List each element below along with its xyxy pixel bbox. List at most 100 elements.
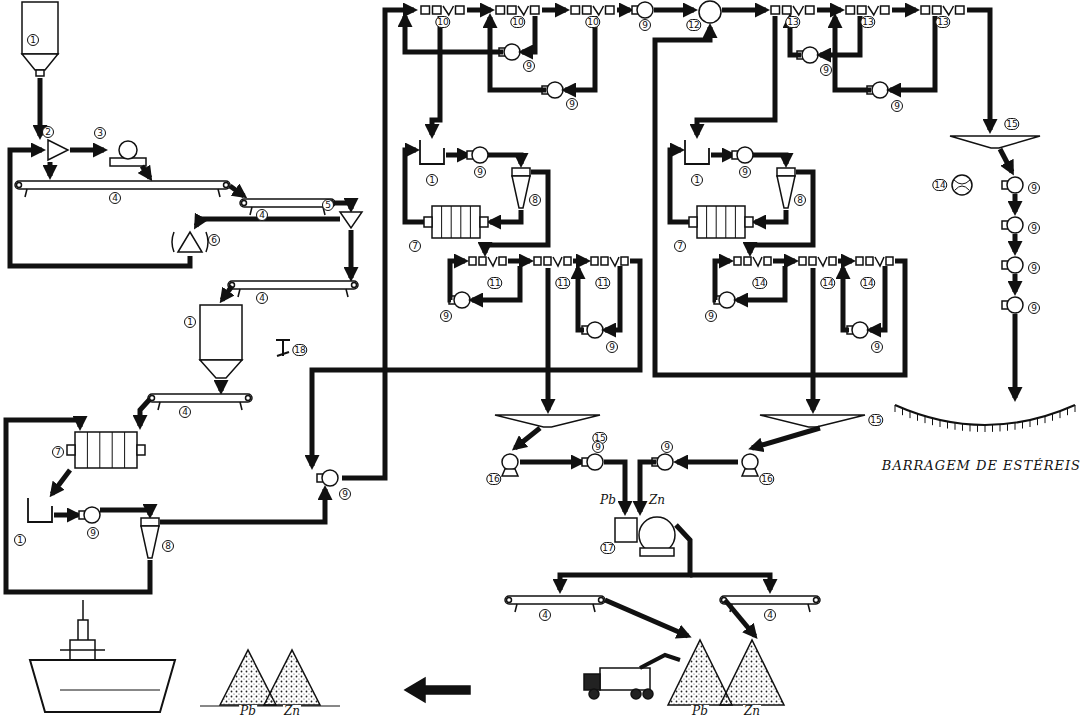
flow-arrow bbox=[820, 16, 860, 55]
chute bbox=[36, 70, 44, 76]
outline-line bbox=[87, 432, 88, 468]
callout-number: 11 bbox=[487, 277, 502, 289]
conveyor-pulley bbox=[224, 183, 229, 188]
callout-number: 13 bbox=[935, 16, 950, 28]
callout-number: 6 bbox=[208, 234, 220, 246]
vacuum-filter bbox=[742, 454, 758, 470]
flow-arrow bbox=[546, 268, 551, 410]
flow-arrow bbox=[617, 8, 630, 13]
flow-arrow bbox=[573, 259, 587, 264]
flow-arrow bbox=[349, 230, 354, 278]
belt-conveyor bbox=[240, 199, 335, 207]
outline-line bbox=[518, 6, 529, 15]
flow-arrow bbox=[677, 460, 738, 465]
pump bbox=[852, 322, 868, 338]
pump bbox=[872, 82, 888, 98]
flow-arrow bbox=[670, 150, 689, 222]
outline-line bbox=[60, 690, 160, 691]
outline-line bbox=[940, 420, 941, 427]
hydrocyclone bbox=[512, 176, 530, 208]
outline-line bbox=[276, 339, 290, 341]
flotation-cell bbox=[571, 6, 580, 14]
flotation-cell bbox=[856, 257, 863, 265]
flotation-cell bbox=[456, 6, 465, 14]
callout-number: 17 bbox=[600, 542, 615, 554]
flow-arrow bbox=[722, 8, 766, 13]
outline-line bbox=[925, 416, 926, 423]
flow-arrow bbox=[10, 150, 190, 266]
product-label: Pb bbox=[239, 705, 257, 717]
outline-line bbox=[460, 206, 461, 238]
ore-bin bbox=[200, 305, 242, 360]
flow-arrow bbox=[48, 162, 53, 176]
outline-line bbox=[443, 6, 454, 15]
flow-arrow bbox=[38, 78, 43, 136]
flotation-cell bbox=[921, 6, 930, 14]
outline-line bbox=[112, 432, 113, 468]
outline-line bbox=[1037, 418, 1038, 425]
pump bbox=[637, 2, 653, 18]
hydrocyclone bbox=[777, 176, 795, 208]
outline-line bbox=[28, 498, 52, 522]
truck-wheel bbox=[631, 689, 641, 699]
dryer-base bbox=[640, 548, 674, 556]
grinding-ball bbox=[952, 175, 972, 195]
product-label: Pb bbox=[599, 494, 617, 506]
callout-number: 1 bbox=[426, 174, 438, 186]
conveyor-pulley bbox=[17, 183, 22, 188]
pump bbox=[84, 507, 100, 523]
pump bbox=[472, 147, 488, 163]
callout-number: 10 bbox=[510, 16, 525, 28]
outline-line bbox=[962, 424, 963, 431]
callout-number: 9 bbox=[523, 60, 535, 72]
callout-number: 9 bbox=[871, 341, 883, 353]
conveyor-pulley bbox=[814, 598, 819, 603]
outline-line bbox=[910, 411, 911, 418]
flotation-cell bbox=[496, 6, 505, 14]
flotation-cell bbox=[544, 257, 551, 265]
outline-line bbox=[470, 206, 471, 238]
outline-line bbox=[610, 257, 619, 266]
flow-arrow bbox=[750, 172, 813, 253]
callout-number: 9 bbox=[87, 527, 99, 539]
outline-line bbox=[346, 289, 348, 297]
flow-arrow bbox=[520, 460, 582, 465]
flotation-cell bbox=[956, 6, 965, 14]
outline-line bbox=[441, 206, 442, 238]
callout-number: 9 bbox=[474, 166, 486, 178]
pump bbox=[737, 147, 753, 163]
callout-number: 9 bbox=[1028, 182, 1040, 194]
callout-number: 11 bbox=[555, 277, 570, 289]
outline-line bbox=[25, 189, 27, 197]
ball-mill bbox=[432, 206, 480, 238]
flow-arrow bbox=[542, 8, 566, 13]
area-label: BARRAGEM DE ESTÉREIS bbox=[881, 459, 1082, 472]
flotation-cell bbox=[809, 257, 816, 265]
flotation-cell bbox=[886, 257, 893, 265]
callout-number: 7 bbox=[52, 446, 64, 458]
callout-number: 10 bbox=[585, 16, 600, 28]
flow-arrow bbox=[655, 27, 905, 375]
outline-line bbox=[488, 257, 497, 266]
flotation-cell bbox=[764, 257, 771, 265]
flow-arrow bbox=[753, 155, 786, 164]
outline-line bbox=[640, 655, 680, 668]
pump bbox=[1007, 177, 1023, 193]
flow-arrow bbox=[312, 261, 640, 466]
outline-line bbox=[985, 425, 986, 432]
flotation-cell bbox=[783, 6, 792, 14]
thickener bbox=[495, 415, 600, 427]
belt-conveyor bbox=[148, 394, 252, 402]
concentrate-pile bbox=[264, 650, 320, 705]
product-label: Zn bbox=[283, 705, 301, 717]
outline-line bbox=[158, 402, 160, 410]
outline-line bbox=[706, 206, 707, 238]
hydrocyclone bbox=[777, 168, 795, 176]
vacuum-filter bbox=[502, 454, 518, 470]
belt-conveyor bbox=[15, 181, 230, 189]
pump bbox=[547, 82, 563, 98]
conveyor-pulley bbox=[352, 283, 357, 288]
outline-line bbox=[943, 6, 954, 15]
callout-number: 14 bbox=[752, 277, 767, 289]
outline-line bbox=[992, 425, 993, 432]
